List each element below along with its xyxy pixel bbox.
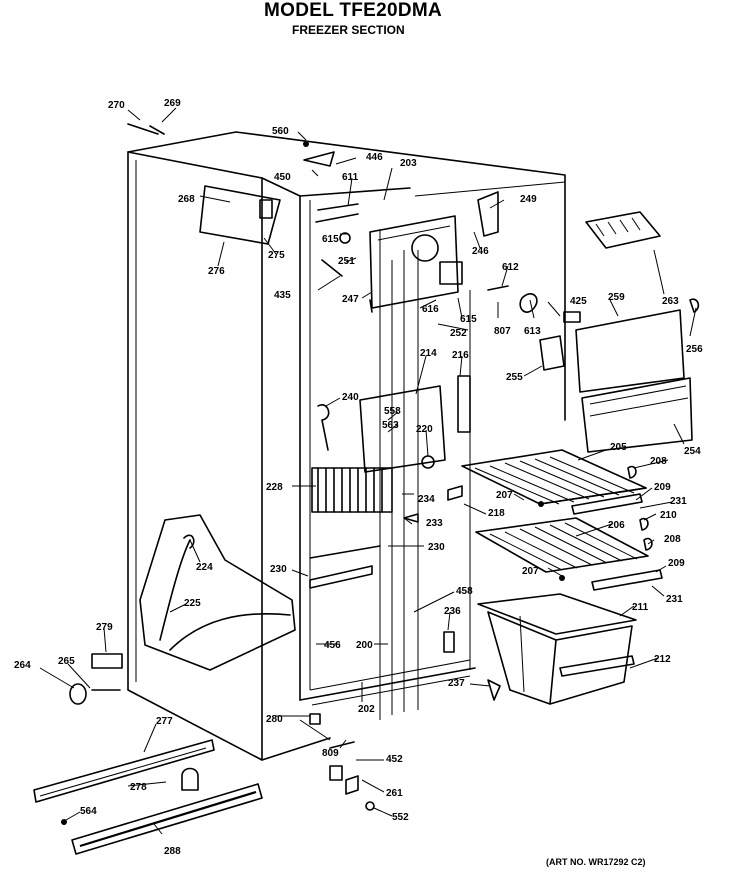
callout-230b: 230 bbox=[428, 542, 445, 553]
page-title: MODEL TFE20DMA bbox=[264, 0, 443, 21]
callout-259: 259 bbox=[608, 292, 625, 303]
callout-220: 220 bbox=[416, 424, 433, 435]
callout-277: 277 bbox=[156, 716, 173, 727]
callout-450: 450 bbox=[274, 172, 291, 183]
callout-249: 249 bbox=[520, 194, 537, 205]
callout-563: 563 bbox=[382, 420, 399, 431]
evaporator-coil bbox=[311, 467, 393, 513]
callout-270: 270 bbox=[108, 100, 125, 111]
wire-shelf-lower bbox=[475, 517, 649, 573]
callout-237: 237 bbox=[448, 678, 465, 689]
callout-231a: 231 bbox=[670, 496, 687, 507]
callout-230a: 230 bbox=[270, 564, 287, 575]
callout-212: 212 bbox=[654, 654, 671, 665]
callout-809: 809 bbox=[322, 748, 339, 759]
callout-261: 261 bbox=[386, 788, 403, 799]
callout-216: 216 bbox=[452, 350, 469, 361]
art-number: (ART NO. WR17292 C2) bbox=[546, 857, 646, 867]
callout-205: 205 bbox=[610, 442, 627, 453]
callout-612: 612 bbox=[502, 262, 519, 273]
callout-252: 252 bbox=[450, 328, 467, 339]
callout-254: 254 bbox=[684, 446, 701, 457]
callout-224: 224 bbox=[196, 562, 213, 573]
callout-206: 206 bbox=[608, 520, 625, 531]
callout-615b: 615 bbox=[460, 314, 477, 325]
callout-labels: 270 269 560 446 450 203 611 268 249 615 … bbox=[14, 98, 703, 857]
callout-456: 456 bbox=[324, 640, 341, 651]
callout-560: 560 bbox=[272, 126, 289, 137]
callout-275: 275 bbox=[268, 250, 285, 261]
callout-268: 268 bbox=[178, 194, 195, 205]
callout-446: 446 bbox=[366, 152, 383, 163]
wire-shelf-upper bbox=[461, 449, 647, 505]
callout-558: 558 bbox=[384, 406, 401, 417]
callout-288: 288 bbox=[164, 846, 181, 857]
divider-bracket bbox=[309, 545, 381, 589]
callout-240: 240 bbox=[342, 392, 359, 403]
callout-807: 807 bbox=[494, 326, 511, 337]
ice-tray bbox=[585, 211, 661, 249]
callout-435: 435 bbox=[274, 290, 291, 301]
callout-278: 278 bbox=[130, 782, 147, 793]
control-housing bbox=[369, 215, 463, 313]
callout-236: 236 bbox=[444, 606, 461, 617]
toe-grille bbox=[71, 783, 263, 855]
freezer-cabinet bbox=[127, 131, 566, 761]
callout-233: 233 bbox=[426, 518, 443, 529]
callout-251: 251 bbox=[338, 256, 355, 267]
callout-209a: 209 bbox=[654, 482, 671, 493]
callout-202: 202 bbox=[358, 704, 375, 715]
callout-228: 228 bbox=[266, 482, 283, 493]
callout-207b: 207 bbox=[522, 566, 539, 577]
basket-rail bbox=[559, 655, 635, 677]
callout-214: 214 bbox=[420, 348, 437, 359]
callout-209b: 209 bbox=[668, 558, 685, 569]
callout-203: 203 bbox=[400, 158, 417, 169]
callout-256: 256 bbox=[686, 344, 703, 355]
callout-452: 452 bbox=[386, 754, 403, 765]
callout-255: 255 bbox=[506, 372, 523, 383]
ice-bucket-panel bbox=[575, 309, 693, 453]
callout-276: 276 bbox=[208, 266, 225, 277]
callout-218: 218 bbox=[488, 508, 505, 519]
callout-280: 280 bbox=[266, 714, 283, 725]
callout-269: 269 bbox=[164, 98, 181, 109]
callout-264: 264 bbox=[14, 660, 31, 671]
callout-263: 263 bbox=[662, 296, 679, 307]
callout-208a: 208 bbox=[650, 456, 667, 467]
callout-265: 265 bbox=[58, 656, 75, 667]
callout-231b: 231 bbox=[666, 594, 683, 605]
callout-225: 225 bbox=[184, 598, 201, 609]
callout-247: 247 bbox=[342, 294, 359, 305]
page-subtitle: FREEZER SECTION bbox=[292, 23, 405, 37]
callout-615a: 615 bbox=[322, 234, 339, 245]
callout-616: 616 bbox=[422, 304, 439, 315]
callout-246: 246 bbox=[472, 246, 489, 257]
callout-279: 279 bbox=[96, 622, 113, 633]
callout-552: 552 bbox=[392, 812, 409, 823]
lower-duct-cover bbox=[139, 514, 296, 671]
callout-210: 210 bbox=[660, 510, 677, 521]
callout-425: 425 bbox=[570, 296, 587, 307]
callout-207a: 207 bbox=[496, 490, 513, 501]
callout-611: 611 bbox=[342, 172, 359, 183]
drawer-slide bbox=[33, 739, 215, 803]
leader-lines bbox=[39, 107, 697, 835]
callout-211: 211 bbox=[632, 602, 649, 613]
shelf-rails bbox=[571, 493, 663, 591]
callout-613: 613 bbox=[524, 326, 541, 337]
callout-458: 458 bbox=[456, 586, 473, 597]
callout-200: 200 bbox=[356, 640, 373, 651]
callout-234: 234 bbox=[418, 494, 435, 505]
callout-208b: 208 bbox=[664, 534, 681, 545]
callout-564: 564 bbox=[80, 806, 97, 817]
freezer-basket bbox=[477, 593, 637, 705]
